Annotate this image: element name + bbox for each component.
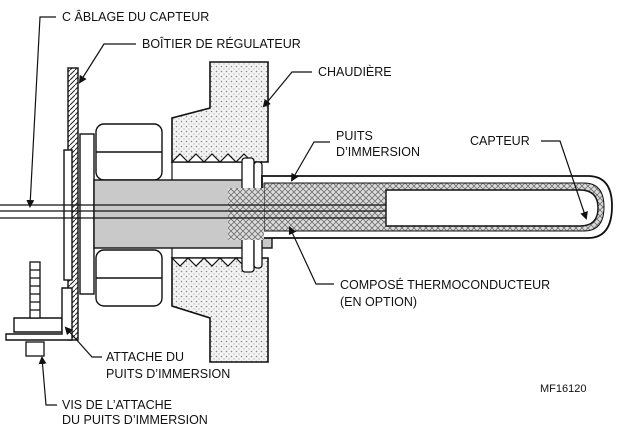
leader-immersion-well <box>290 141 330 182</box>
sensor-wiring <box>0 204 386 219</box>
leader-boiler <box>262 71 312 108</box>
clip-screw <box>25 261 45 357</box>
leader-compound <box>288 226 334 285</box>
label-compound-line1: COMPOSÉ THERMOCONDUCTEUR <box>340 277 550 292</box>
label-immersion-well-line2: D’IMMERSION <box>336 145 420 159</box>
leader-controller-housing <box>78 43 136 84</box>
label-sensor-wiring: C ÂBLAGE DU CAPTEUR <box>62 9 209 24</box>
leader-lines <box>26 16 588 406</box>
label-boiler: CHAUDIÈRE <box>318 64 392 79</box>
well-flange <box>63 133 95 295</box>
label-screw-line2: DU PUITS D’IMMERSION <box>62 413 208 427</box>
hex-nut <box>95 123 163 307</box>
label-sensor: CAPTEUR <box>470 134 530 148</box>
label-controller-housing: BOÎTIER DE RÉGULATEUR <box>142 36 301 51</box>
leader-sensor-wiring <box>26 16 56 208</box>
figure-code: MF16120 <box>540 383 586 395</box>
label-compound-line2: (EN OPTION) <box>340 295 417 309</box>
sensor-bulb <box>385 189 599 227</box>
label-clip-line1: ATTACHE DU <box>106 350 184 364</box>
label-screw-line1: VIS DE L’ATTACHE <box>62 398 172 412</box>
label-immersion-well-line1: PUITS <box>336 129 373 143</box>
leader-clip <box>64 326 102 358</box>
label-clip-line2: PUITS D’IMMERSION <box>106 367 230 381</box>
leader-screw <box>38 356 57 406</box>
leader-sensor <box>541 140 588 220</box>
